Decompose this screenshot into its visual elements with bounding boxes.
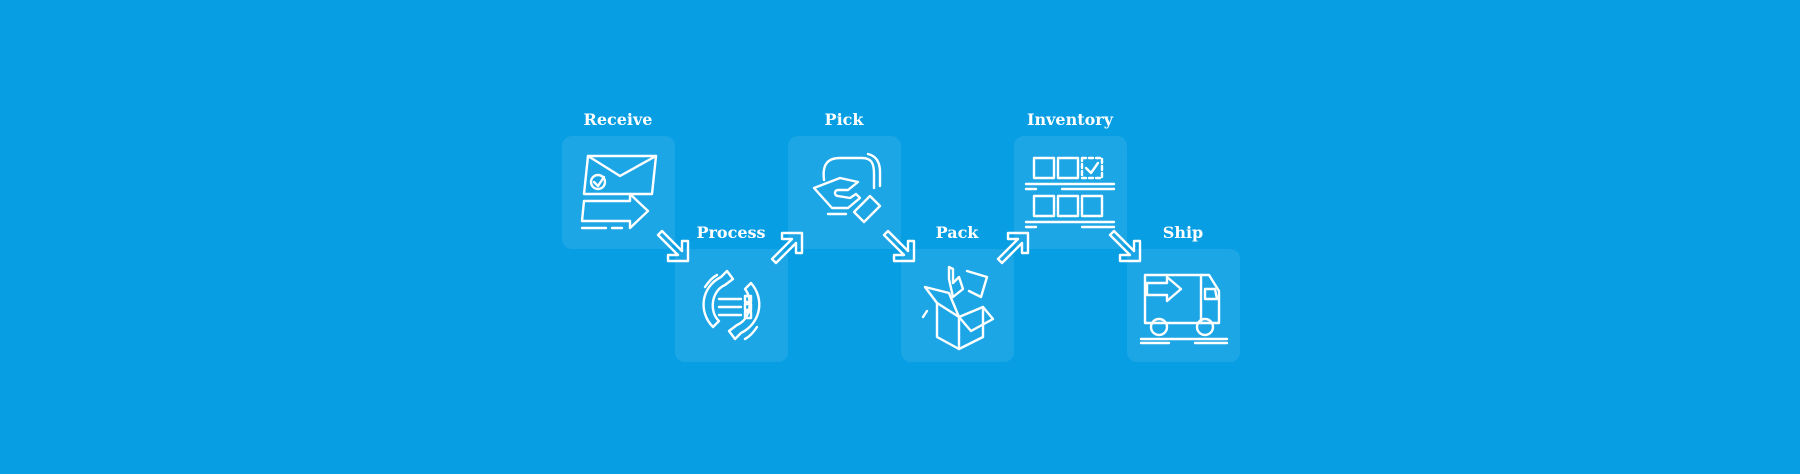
- shelves-icon: [1024, 156, 1116, 229]
- step-label-receive: Receive: [583, 110, 653, 129]
- step-label-inventory: Inventory: [1026, 110, 1113, 129]
- cycle-list-icon: [702, 269, 761, 341]
- step-label-process: Process: [696, 223, 766, 242]
- step-label-ship: Ship: [1162, 223, 1204, 242]
- arrow-down-right-icon: [1108, 229, 1142, 263]
- hand-pick-icon: [812, 152, 882, 224]
- arrow-up-right-icon: [770, 231, 804, 265]
- arrow-down-right-icon: [656, 229, 690, 263]
- mail-arrow-icon: [580, 154, 658, 230]
- step-process: [675, 249, 788, 362]
- step-ship: [1127, 249, 1240, 362]
- step-pick: [788, 136, 901, 249]
- step-label-pack: Pack: [935, 223, 979, 242]
- step-label-pick: Pick: [824, 110, 864, 129]
- step-receive: [562, 136, 675, 249]
- step-pack: [901, 249, 1014, 362]
- arrow-down-right-icon: [882, 229, 916, 263]
- truck-icon: [1139, 273, 1229, 345]
- open-box-icon: [921, 265, 995, 351]
- arrow-up-right-icon: [996, 231, 1030, 265]
- step-inventory: [1014, 136, 1127, 249]
